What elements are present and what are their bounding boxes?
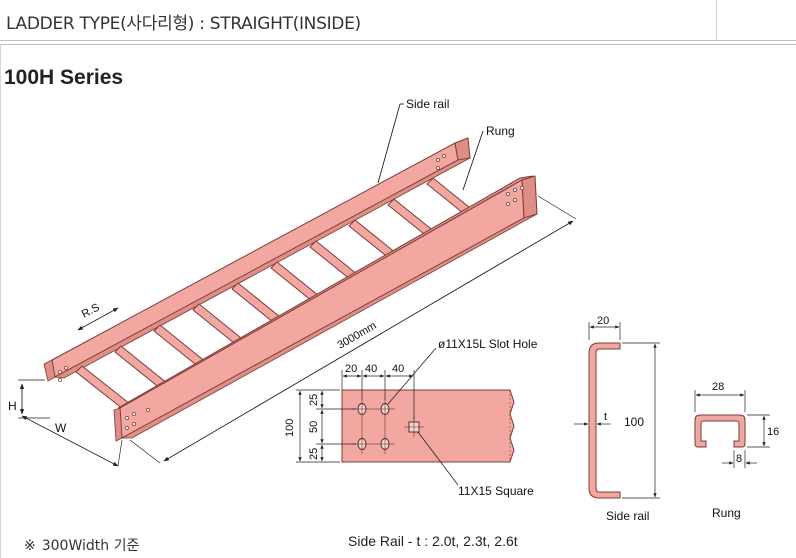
side-rail-height-dim: 100: [624, 415, 644, 429]
header-bar: LADDER TYPE(사다리형) : STRAIGHT(INSIDE): [0, 0, 796, 41]
content-frame: [0, 44, 796, 558]
dim-top-2: 40: [365, 363, 377, 375]
dim-left-3: 25: [308, 448, 320, 460]
length-dimension-label: 3000mm: [336, 320, 379, 352]
dim-left-2: 50: [308, 421, 320, 433]
dim-left-1: 25: [308, 394, 320, 406]
rung-lip-dim: 8: [736, 453, 742, 465]
rail-end-holes: [58, 154, 524, 430]
width-label: W: [55, 421, 67, 435]
rung-height-dim: 16: [767, 426, 779, 438]
rungs: [75, 177, 481, 410]
dim-top-3: 40: [392, 363, 404, 375]
rail-hole-detail: 20 40 40 100 25 50 25 ø11X15L Slot Hole …: [284, 337, 538, 498]
rung-callout: Rung: [486, 124, 515, 138]
rung-caption: Rung: [712, 506, 741, 520]
side-rail-thickness-dim: t: [604, 411, 607, 423]
rung-width-dim: 28: [712, 381, 724, 393]
width-footnote: ※ 300Width 기준: [24, 535, 139, 555]
side-rail-callout: Side rail: [406, 97, 449, 111]
square-hole-callout: 11X15 Square: [458, 484, 534, 498]
footnote-text: 300Width 기준: [41, 538, 140, 554]
page-header-title: LADDER TYPE(사다리형) : STRAIGHT(INSIDE): [6, 14, 361, 34]
rail-height-dim: 100: [284, 419, 296, 437]
header-divider: [716, 0, 717, 40]
slot-hole-callout: ø11X15L Slot Hole: [438, 337, 538, 351]
height-label: H: [8, 399, 17, 413]
side-rail-top-dim: 20: [597, 315, 609, 327]
side-rail-caption: Side rail: [606, 509, 649, 523]
footnote-mark: ※: [24, 538, 36, 554]
thickness-note: Side Rail - t : 2.0t, 2.3t, 2.6t: [348, 533, 518, 549]
dim-top-1: 20: [345, 363, 357, 375]
side-rail-section: 20 t 100 Side rail: [574, 315, 660, 523]
ladder-tray-drawing: Side rail Rung R.S 3000mm H W: [8, 97, 577, 467]
rung-section: 28 16 8 Rung: [694, 381, 779, 520]
rung-spacing-label: R.S: [80, 301, 102, 320]
series-title: 100H Series: [4, 66, 124, 89]
